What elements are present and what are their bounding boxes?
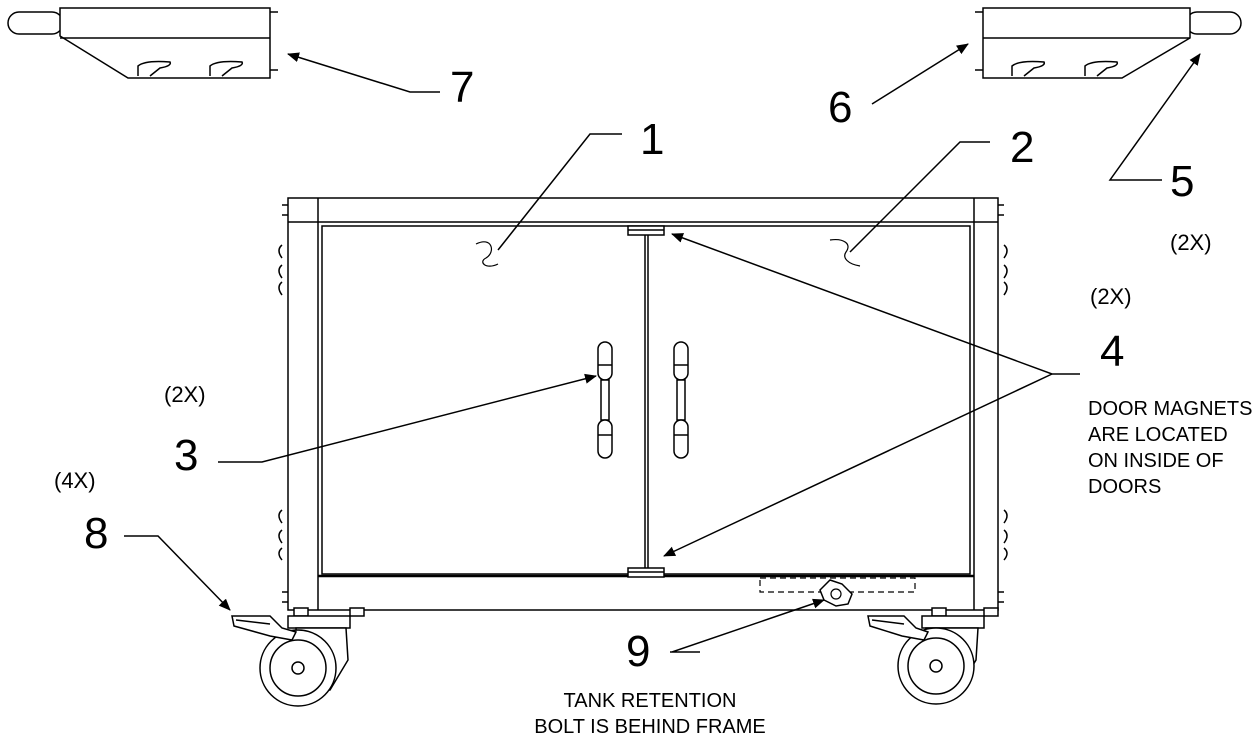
callout-6: 6	[828, 83, 853, 132]
callout-7: 7	[450, 63, 475, 112]
callout-3: 3	[174, 431, 199, 480]
callout-2: 2	[1010, 123, 1035, 172]
door-handles	[597, 341, 689, 459]
callout-5: 5	[1170, 157, 1195, 206]
callout-8: 8	[84, 509, 109, 558]
right-side-shelf	[975, 7, 1242, 79]
qty-item-5: (2X)	[1170, 230, 1212, 255]
tank-retention-note-line-1: TANK RETENTION	[563, 690, 737, 712]
casters	[231, 607, 999, 707]
cart-frame	[278, 197, 1008, 611]
callout-4: 4	[1100, 327, 1125, 376]
leader-lines	[124, 43, 1201, 653]
callout-1: 1	[640, 115, 665, 164]
tank-retention-bolt	[759, 577, 916, 607]
tank-retention-note-line-2: BOLT IS BEHIND FRAME	[534, 716, 766, 738]
left-caster	[231, 615, 351, 707]
qty-item-8: (4X)	[54, 468, 96, 493]
door-magnets-note: DOOR MAGNETS ARE LOCATED ON INSIDE OF DO…	[1088, 398, 1253, 498]
doors	[321, 225, 971, 578]
qty-item-4: (2X)	[1090, 284, 1132, 309]
left-side-shelf	[7, 7, 278, 79]
right-caster	[867, 615, 985, 705]
callout-9: 9	[626, 627, 651, 676]
qty-item-3: (2X)	[164, 382, 206, 407]
